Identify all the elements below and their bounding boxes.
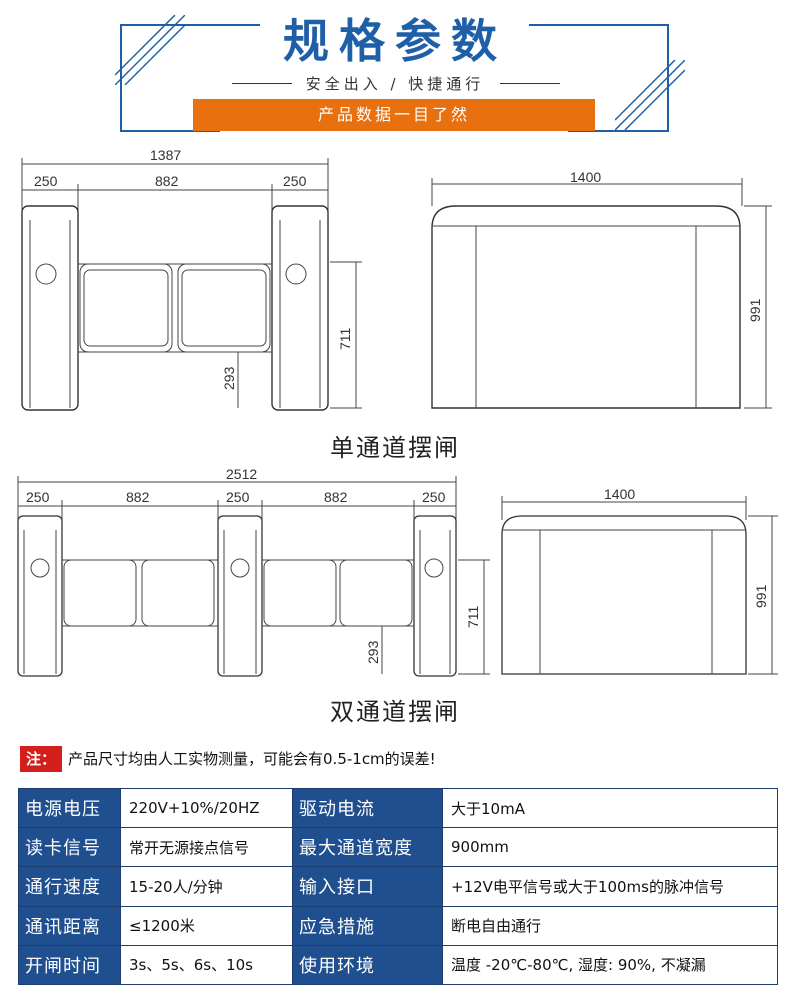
table-row: 开闸时间 3s、5s、6s、10s 使用环境 温度 -20℃-80℃, 湿度: … xyxy=(18,944,778,986)
single-channel-caption: 单通道摆闸 xyxy=(330,434,460,462)
header-frame-bottom-right xyxy=(568,130,667,132)
dim-double-side-height: 991 xyxy=(753,584,769,608)
page-subtitle: 安全出入 / 快捷通行 xyxy=(305,75,485,93)
spec-key: 驱动电流 xyxy=(292,787,443,829)
spec-key: 最大通道宽度 xyxy=(292,827,443,868)
spec-value: 断电自由通行 xyxy=(442,905,778,946)
dim-single-mid: 882 xyxy=(155,173,179,189)
spec-value: 900mm xyxy=(442,827,778,868)
table-row: 通行速度 15-20人/分钟 输入接口 +12V电平信号或大于100ms的脉冲信… xyxy=(18,866,778,907)
spec-key: 应急措施 xyxy=(292,905,443,946)
dim-single-right: 250 xyxy=(283,173,307,189)
spec-table: 电源电压 220V+10%/20HZ 驱动电流 大于10mA 读卡信号 常开无源… xyxy=(18,787,778,986)
spec-key: 使用环境 xyxy=(292,944,443,986)
spec-key: 通讯距离 xyxy=(18,905,121,946)
header-frame-bottom-left xyxy=(120,130,220,132)
spec-value: 常开无源接点信号 xyxy=(120,827,293,868)
spec-value: ≤1200米 xyxy=(120,905,293,946)
double-channel-drawing: 2512 250 882 250 882 250 711 293 1400 99… xyxy=(17,468,778,677)
spec-key: 开闸时间 xyxy=(18,944,121,986)
hatch-decoration-left xyxy=(115,15,185,85)
spec-key: 输入接口 xyxy=(292,866,443,907)
subtitle-line-left xyxy=(232,83,292,84)
dim-double-w1: 250 xyxy=(26,489,50,505)
spec-key: 通行速度 xyxy=(18,866,121,907)
header-banner: 产品数据一目了然 xyxy=(193,99,595,131)
dim-double-w4: 882 xyxy=(324,489,348,505)
dim-double-total: 2512 xyxy=(226,468,257,482)
hatch-decoration-right xyxy=(615,60,685,130)
dim-single-arm: 293 xyxy=(221,366,237,390)
dim-double-height: 711 xyxy=(465,605,481,628)
dim-single-side-width: 1400 xyxy=(570,169,601,185)
note-badge: 注： xyxy=(20,746,62,772)
spec-value: 大于10mA xyxy=(442,787,778,829)
spec-key: 读卡信号 xyxy=(18,827,121,868)
dim-double-w2: 882 xyxy=(126,489,150,505)
page-title: 规格参数 xyxy=(283,14,507,68)
dim-double-w3: 250 xyxy=(226,489,250,505)
spec-value: 温度 -20℃-80℃, 湿度: 90%, 不凝漏 xyxy=(442,944,778,986)
dim-double-side-width: 1400 xyxy=(604,486,635,502)
subtitle-line-right xyxy=(500,83,560,84)
spec-value: 3s、5s、6s、10s xyxy=(120,944,293,986)
double-channel-caption: 双通道摆闸 xyxy=(330,698,460,726)
dim-double-arm: 293 xyxy=(365,640,381,664)
spec-value: 220V+10%/20HZ xyxy=(120,787,293,829)
spec-value: +12V电平信号或大于100ms的脉冲信号 xyxy=(442,866,778,907)
table-row: 读卡信号 常开无源接点信号 最大通道宽度 900mm xyxy=(18,827,778,868)
spec-key: 电源电压 xyxy=(18,787,121,829)
table-row: 电源电压 220V+10%/20HZ 驱动电流 大于10mA xyxy=(18,787,778,829)
spec-value: 15-20人/分钟 xyxy=(120,866,293,907)
dim-single-height: 711 xyxy=(337,327,353,350)
note-text: 产品尺寸均由人工实物测量，可能会有0.5-1cm的误差! xyxy=(68,750,436,768)
dim-single-side-height: 991 xyxy=(747,298,763,322)
dim-double-w5: 250 xyxy=(422,489,446,505)
single-channel-drawing: 1387 250 882 250 711 293 1400 991 xyxy=(21,147,772,411)
dim-single-total: 1387 xyxy=(150,147,181,163)
dim-single-left: 250 xyxy=(34,173,58,189)
table-row: 通讯距离 ≤1200米 应急措施 断电自由通行 xyxy=(18,905,778,946)
